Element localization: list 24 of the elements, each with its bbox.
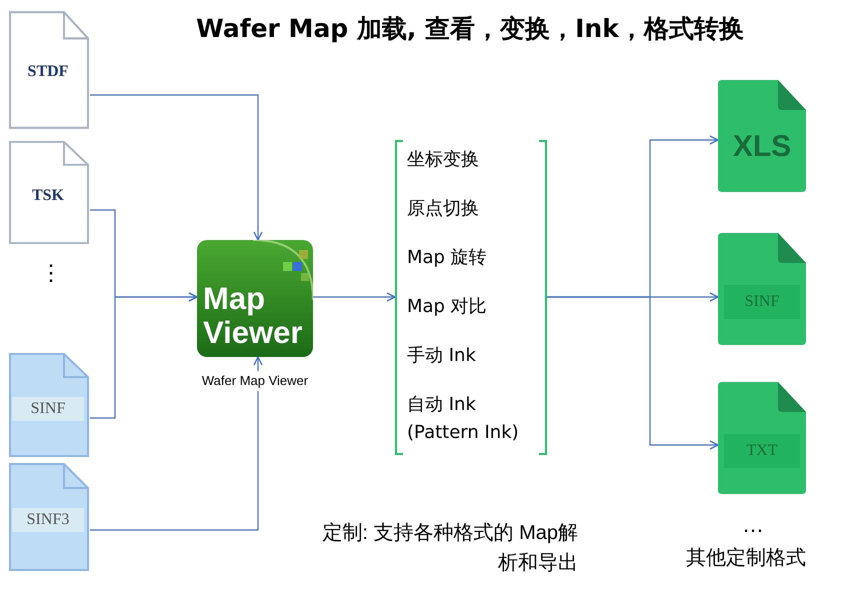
file-label: SINF3 [12, 508, 84, 532]
list-item: 自动 Ink (Pattern Ink) [407, 393, 520, 445]
title: Wafer Map 加载, 查看，变换，Ink，格式转换 [195, 13, 745, 45]
list-item: Map 对比 [407, 295, 488, 319]
list-item: 手动 Ink [407, 344, 477, 368]
list-item: 原点切换 [407, 197, 480, 221]
file-label: SINF [724, 285, 800, 319]
file-label: SINF [12, 396, 84, 421]
note-text: 定制: 支持各种格式的 Map解析和导出 [322, 521, 578, 576]
file-label: XLS [732, 129, 792, 165]
list-item: Map 旋转 [407, 246, 488, 270]
connector-arrow [313, 292, 396, 302]
list-item: 坐标变换 [407, 148, 480, 172]
connector-arrow [90, 94, 263, 241]
app-name: Map Viewer [203, 282, 304, 350]
ellipsis: … [742, 511, 764, 539]
connector-arrow [90, 356, 263, 531]
vertical-ellipsis: ⋮ [40, 262, 62, 284]
file-label: TSK [30, 186, 65, 206]
note-text: 其他定制格式 [686, 546, 806, 571]
connector-arrow [90, 292, 198, 419]
connector-arrow [547, 296, 719, 450]
file-label: STDF [26, 62, 70, 82]
file-label: TXT [724, 434, 800, 468]
